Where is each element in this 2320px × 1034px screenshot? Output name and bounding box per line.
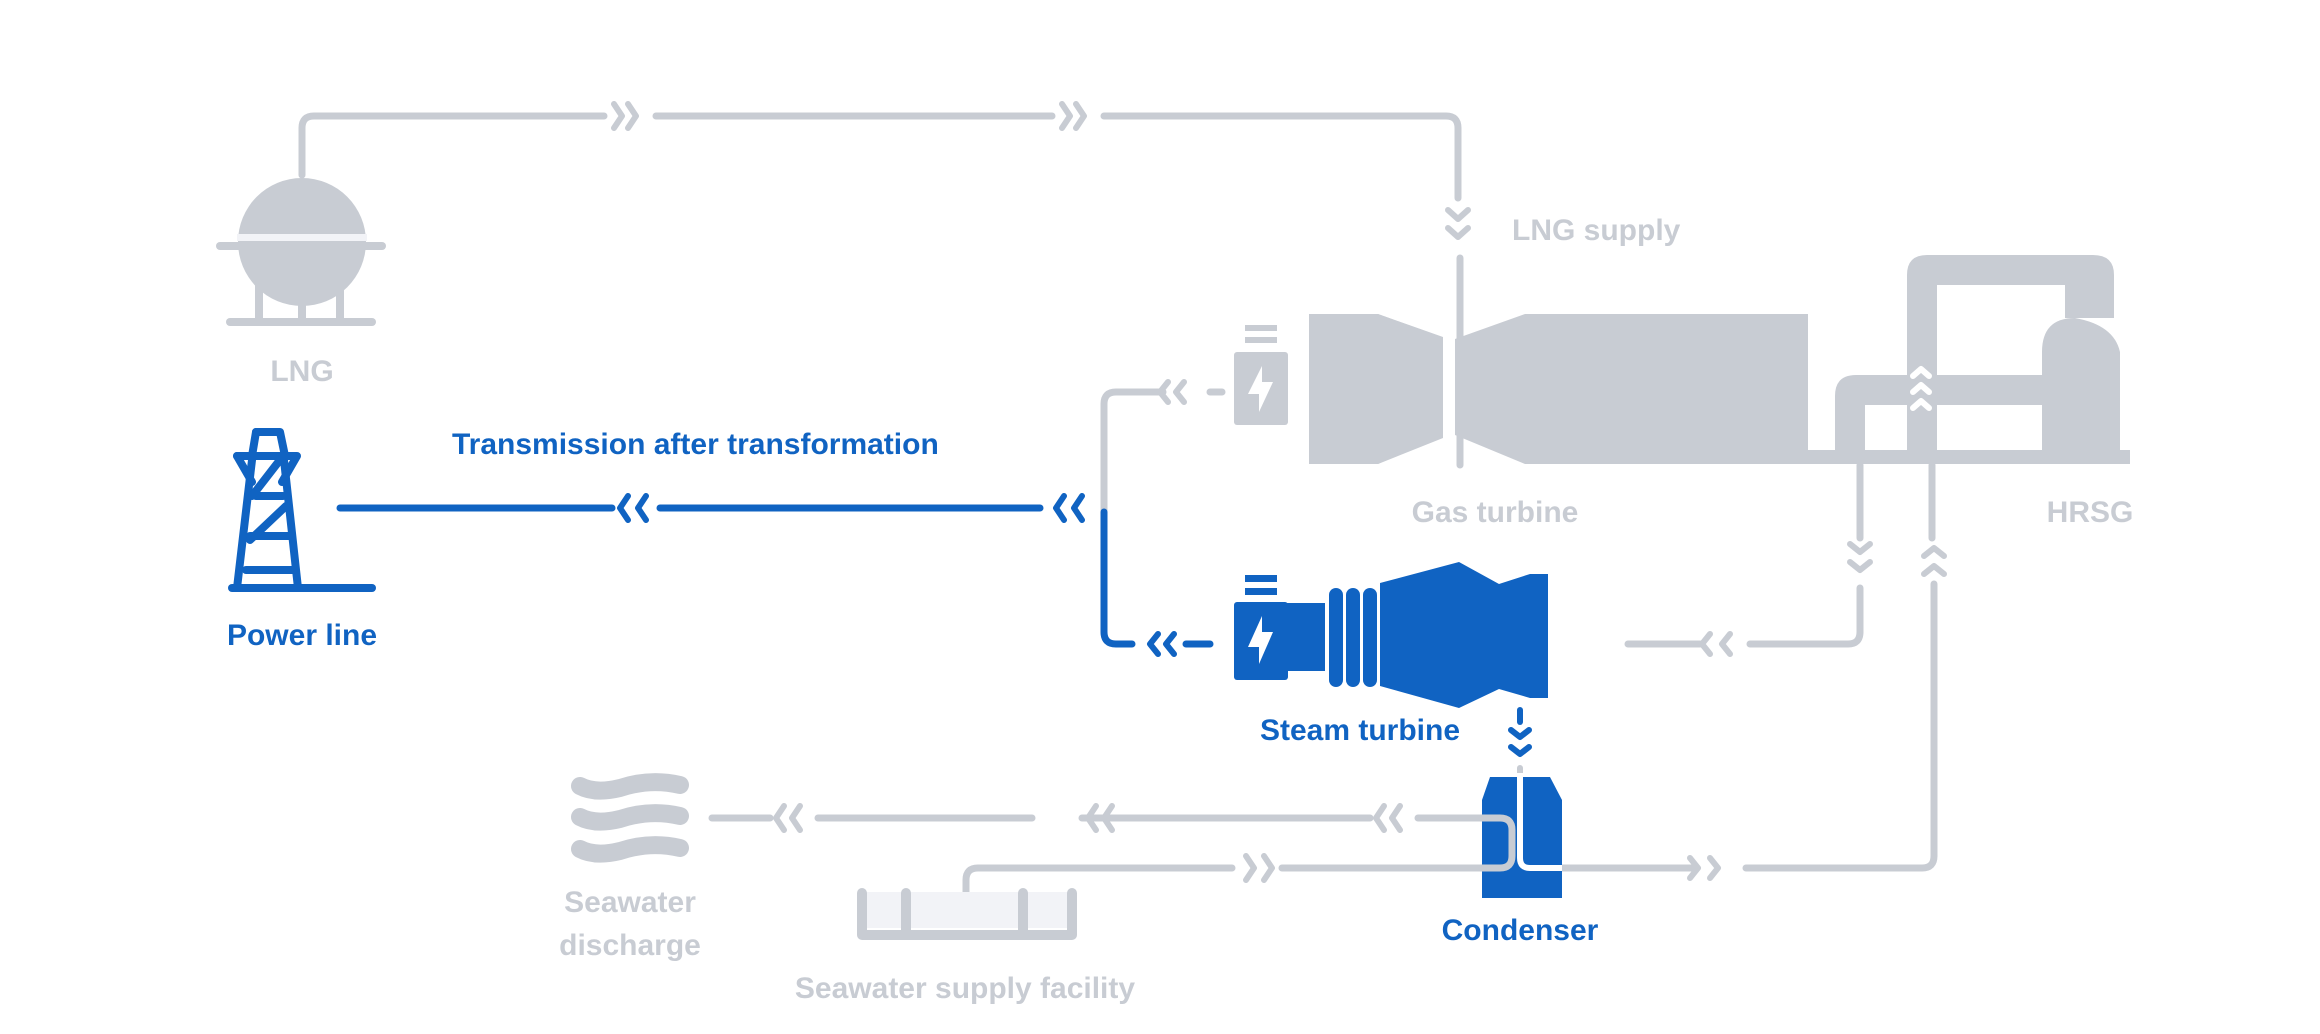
- power-tower-icon[interactable]: [228, 428, 376, 592]
- gas-turbine-label: Gas turbine: [1412, 496, 1579, 529]
- seawater-discharge-label-2: discharge: [559, 929, 701, 962]
- lng-supply-label: LNG supply: [1512, 214, 1681, 247]
- lng-tank-icon[interactable]: [216, 178, 386, 326]
- water-basin-icon[interactable]: [857, 888, 1077, 940]
- hrsg-internal-arrows: [1910, 366, 1932, 411]
- gas-generator-output-arrows: [1157, 379, 1187, 405]
- seawater-supply-label: Seawater supply facility: [795, 972, 1135, 1005]
- seawater-arrows: [773, 803, 1403, 883]
- hrsg-label: HRSG: [2047, 496, 2134, 529]
- gas-turbine-icon[interactable]: [1309, 314, 1808, 594]
- generator-icon-gas[interactable]: [1234, 325, 1288, 425]
- hrsg-steam-arrows: [1687, 541, 1947, 881]
- generator-icon-steam[interactable]: [1234, 575, 1288, 680]
- condenser-label: Condenser: [1442, 914, 1599, 947]
- steam-to-condenser: [1508, 707, 1532, 785]
- transmission-line: [336, 504, 1214, 648]
- condenser-icon[interactable]: [1418, 773, 1562, 898]
- seawater-discharge-label-1: Seawater: [564, 886, 696, 919]
- hrsg-icon[interactable]: [1808, 255, 2130, 464]
- hrsg-steam-pipe: [1556, 461, 1938, 872]
- power-line-label: Power line: [227, 619, 377, 652]
- steam-turbine-label: Steam turbine: [1260, 714, 1460, 747]
- lng-supply-arrows: [611, 101, 1471, 240]
- steam-turbine-icon[interactable]: [1283, 562, 1548, 708]
- lng-label: LNG: [270, 355, 333, 388]
- gas-generator-output-pipe: [1100, 388, 1226, 516]
- transmission-label: Transmission after transformation: [452, 428, 939, 461]
- transmission-arrows[interactable]: [617, 493, 1177, 657]
- waves-icon[interactable]: [571, 773, 689, 863]
